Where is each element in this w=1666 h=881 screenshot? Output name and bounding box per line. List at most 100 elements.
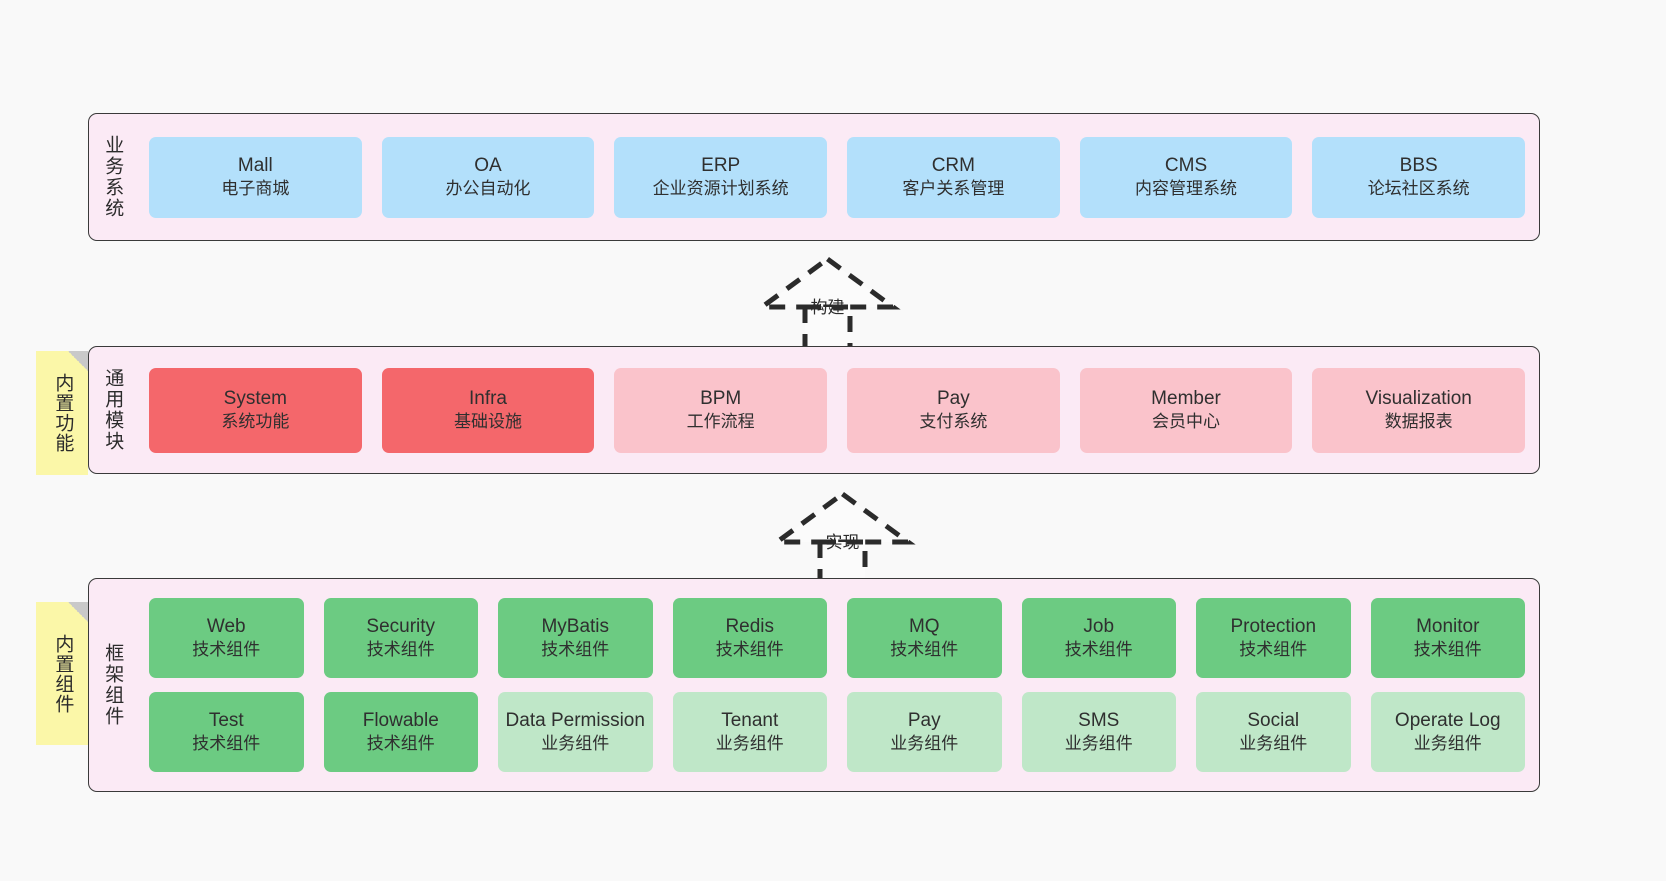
card-test-title: Test (208, 709, 244, 731)
card-tenant[interactable]: Tenant 业务组件 (672, 692, 827, 772)
card-bpm-subtitle: 工作流程 (686, 412, 755, 432)
card-mq-subtitle: 技术组件 (890, 640, 959, 660)
card-mall[interactable]: Mall 电子商城 (149, 136, 362, 218)
card-monitor-title: Monitor (1416, 615, 1480, 637)
card-bbs-title: BBS (1399, 154, 1438, 176)
card-pay-component-subtitle: 业务组件 (890, 734, 959, 754)
card-infra-subtitle: 基础设施 (454, 412, 522, 432)
card-sms[interactable]: SMS 业务组件 (1021, 692, 1176, 772)
card-oa-subtitle: 办公自动化 (445, 179, 531, 199)
card-job-title: Job (1083, 615, 1115, 637)
card-social-subtitle: 业务组件 (1239, 734, 1308, 754)
card-member-title: Member (1151, 387, 1221, 409)
card-tenant-subtitle: 业务组件 (715, 734, 784, 754)
card-mq-title: MQ (908, 615, 940, 637)
business-card-row: Mall 电子商城 OA 办公自动化 ERP 企业资源计划系统 CRM 客户关系… (149, 136, 1526, 218)
framework-biz-row: Test 技术组件 Flowable 技术组件 Data Permission … (149, 692, 1525, 772)
card-operate-log-subtitle: 业务组件 (1413, 734, 1482, 754)
card-redis-subtitle: 技术组件 (715, 640, 784, 660)
card-pay-module[interactable]: Pay 支付系统 (847, 367, 1060, 453)
card-web[interactable]: Web 技术组件 (149, 598, 304, 678)
card-erp[interactable]: ERP 企业资源计划系统 (614, 136, 828, 218)
card-data-permission-subtitle: 业务组件 (541, 734, 610, 754)
layer-common-module-body: System 系统功能 Infra 基础设施 BPM 工作流程 Pay 支付系统… (135, 347, 1539, 473)
card-protection-subtitle: 技术组件 (1239, 640, 1308, 660)
card-crm[interactable]: CRM 客户关系管理 (847, 136, 1060, 218)
sticky-note-builtin-components: 内置组件 (36, 602, 88, 745)
card-flowable-title: Flowable (362, 709, 439, 731)
card-mybatis-subtitle: 技术组件 (541, 640, 610, 660)
card-protection-title: Protection (1230, 615, 1317, 637)
card-pay-component-title: Pay (907, 709, 941, 731)
layer-common-module: 通用模块 System 系统功能 Infra 基础设施 BPM 工作流程 Pay… (88, 346, 1540, 474)
card-web-subtitle: 技术组件 (192, 640, 261, 660)
card-mybatis-title: MyBatis (541, 615, 610, 637)
card-mall-title: Mall (237, 154, 273, 176)
card-bpm[interactable]: BPM 工作流程 (614, 367, 828, 453)
card-pay-module-title: Pay (936, 387, 970, 409)
card-system[interactable]: System 系统功能 (149, 367, 362, 453)
card-sms-subtitle: 业务组件 (1064, 734, 1133, 754)
layer-business-system: 业务系统 Mall 电子商城 OA 办公自动化 ERP 企业资源计划系统 CRM… (88, 113, 1540, 241)
card-visualization[interactable]: Visualization 数据报表 (1312, 367, 1526, 453)
layer-common-module-title: 通用模块 (102, 368, 124, 452)
layer-framework-component-body: Web 技术组件 Security 技术组件 MyBatis 技术组件 Redi… (135, 579, 1539, 791)
card-data-permission-title: Data Permission (505, 709, 645, 731)
card-bbs[interactable]: BBS 论坛社区系统 (1312, 136, 1526, 218)
card-mall-subtitle: 电子商城 (221, 179, 290, 199)
card-system-subtitle: 系统功能 (221, 412, 290, 432)
card-pay-component[interactable]: Pay 业务组件 (847, 692, 1002, 772)
card-visualization-title: Visualization (1365, 387, 1472, 409)
card-infra[interactable]: Infra 基础设施 (381, 367, 595, 453)
card-redis-title: Redis (725, 615, 775, 637)
card-cms-subtitle: 内容管理系统 (1135, 179, 1238, 199)
card-oa-title: OA (474, 154, 502, 176)
layer-business-system-title: 业务系统 (102, 135, 124, 219)
card-data-permission[interactable]: Data Permission 业务组件 (498, 692, 653, 772)
card-tenant-title: Tenant (721, 709, 779, 731)
connector-implement: 实现 (760, 490, 925, 589)
card-security-title: Security (366, 615, 436, 637)
layer-framework-component: 框架组件 Web 技术组件 Security 技术组件 MyBatis 技术组件… (88, 578, 1540, 792)
card-redis[interactable]: Redis 技术组件 (672, 598, 827, 678)
card-monitor[interactable]: Monitor 技术组件 (1370, 598, 1525, 678)
card-operate-log-title: Operate Log (1394, 709, 1501, 731)
card-security[interactable]: Security 技术组件 (323, 598, 478, 678)
card-test-subtitle: 技术组件 (192, 734, 261, 754)
connector-build-label: 构建 (810, 298, 845, 317)
connector-build: 构建 (745, 255, 910, 354)
card-security-subtitle: 技术组件 (366, 640, 435, 660)
card-system-title: System (223, 387, 288, 409)
connector-implement-label: 实现 (825, 533, 860, 552)
card-flowable[interactable]: Flowable 技术组件 (323, 692, 478, 772)
common-card-row: System 系统功能 Infra 基础设施 BPM 工作流程 Pay 支付系统… (149, 367, 1526, 453)
card-crm-subtitle: 客户关系管理 (902, 179, 1005, 199)
card-operate-log[interactable]: Operate Log 业务组件 (1370, 692, 1525, 772)
card-job-subtitle: 技术组件 (1064, 640, 1133, 660)
layer-framework-component-title: 框架组件 (102, 643, 124, 727)
card-cms[interactable]: CMS 内容管理系统 (1079, 136, 1293, 218)
card-social-title: Social (1247, 709, 1300, 731)
card-flowable-subtitle: 技术组件 (366, 734, 435, 754)
card-bbs-subtitle: 论坛社区系统 (1367, 179, 1470, 199)
card-oa[interactable]: OA 办公自动化 (381, 136, 595, 218)
card-monitor-subtitle: 技术组件 (1413, 640, 1482, 660)
card-job[interactable]: Job 技术组件 (1021, 598, 1176, 678)
card-mq[interactable]: MQ 技术组件 (847, 598, 1002, 678)
card-infra-title: Infra (468, 387, 508, 409)
card-cms-title: CMS (1164, 154, 1208, 176)
card-erp-subtitle: 企业资源计划系统 (652, 179, 789, 199)
sticky-note-builtin-features: 内置功能 (36, 351, 88, 475)
card-crm-title: CRM (931, 154, 975, 176)
card-web-title: Web (206, 615, 246, 637)
card-bpm-title: BPM (700, 387, 742, 409)
layer-business-system-body: Mall 电子商城 OA 办公自动化 ERP 企业资源计划系统 CRM 客户关系… (135, 114, 1539, 240)
card-protection[interactable]: Protection 技术组件 (1196, 598, 1351, 678)
card-erp-title: ERP (701, 154, 741, 176)
card-mybatis[interactable]: MyBatis 技术组件 (498, 598, 653, 678)
card-member[interactable]: Member 会员中心 (1079, 367, 1293, 453)
card-test[interactable]: Test 技术组件 (149, 692, 304, 772)
card-visualization-subtitle: 数据报表 (1384, 412, 1453, 432)
card-social[interactable]: Social 业务组件 (1196, 692, 1351, 772)
